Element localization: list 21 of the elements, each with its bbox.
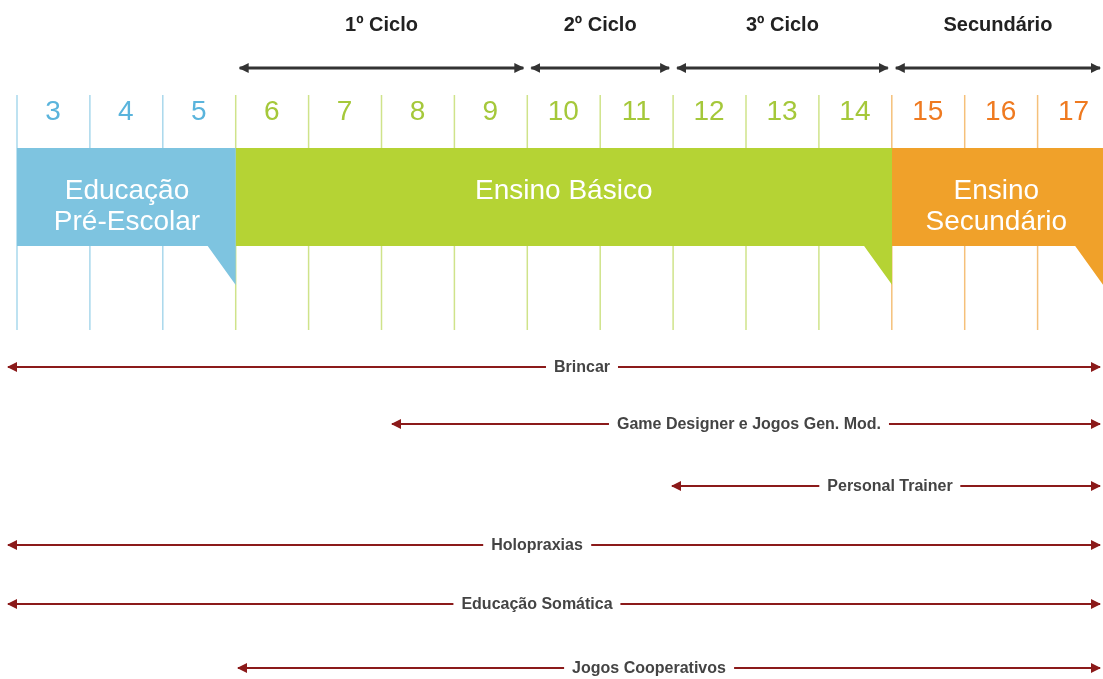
age-number: 12 xyxy=(692,95,726,127)
stage-band xyxy=(17,148,236,285)
age-number: 14 xyxy=(838,95,872,127)
age-number: 8 xyxy=(408,95,427,127)
age-number: 10 xyxy=(546,95,580,127)
stage-name: Ensino Secundário xyxy=(924,174,1069,236)
stage-band xyxy=(891,148,1103,285)
age-number: 5 xyxy=(190,95,208,127)
age-number: 15 xyxy=(911,95,945,127)
age-number: 17 xyxy=(1057,95,1091,127)
age-number: 13 xyxy=(765,95,799,127)
age-number: 4 xyxy=(117,95,135,127)
stage-band xyxy=(235,148,892,285)
age-number: 7 xyxy=(335,95,354,127)
stage-name: Ensino Básico xyxy=(474,174,654,205)
age-number: 16 xyxy=(984,95,1018,127)
stage-name: Educação Pré-Escolar xyxy=(52,174,202,236)
age-number: 11 xyxy=(620,95,652,127)
age-number: 6 xyxy=(262,95,281,127)
age-number: 9 xyxy=(481,95,500,127)
age-number: 3 xyxy=(44,95,62,127)
